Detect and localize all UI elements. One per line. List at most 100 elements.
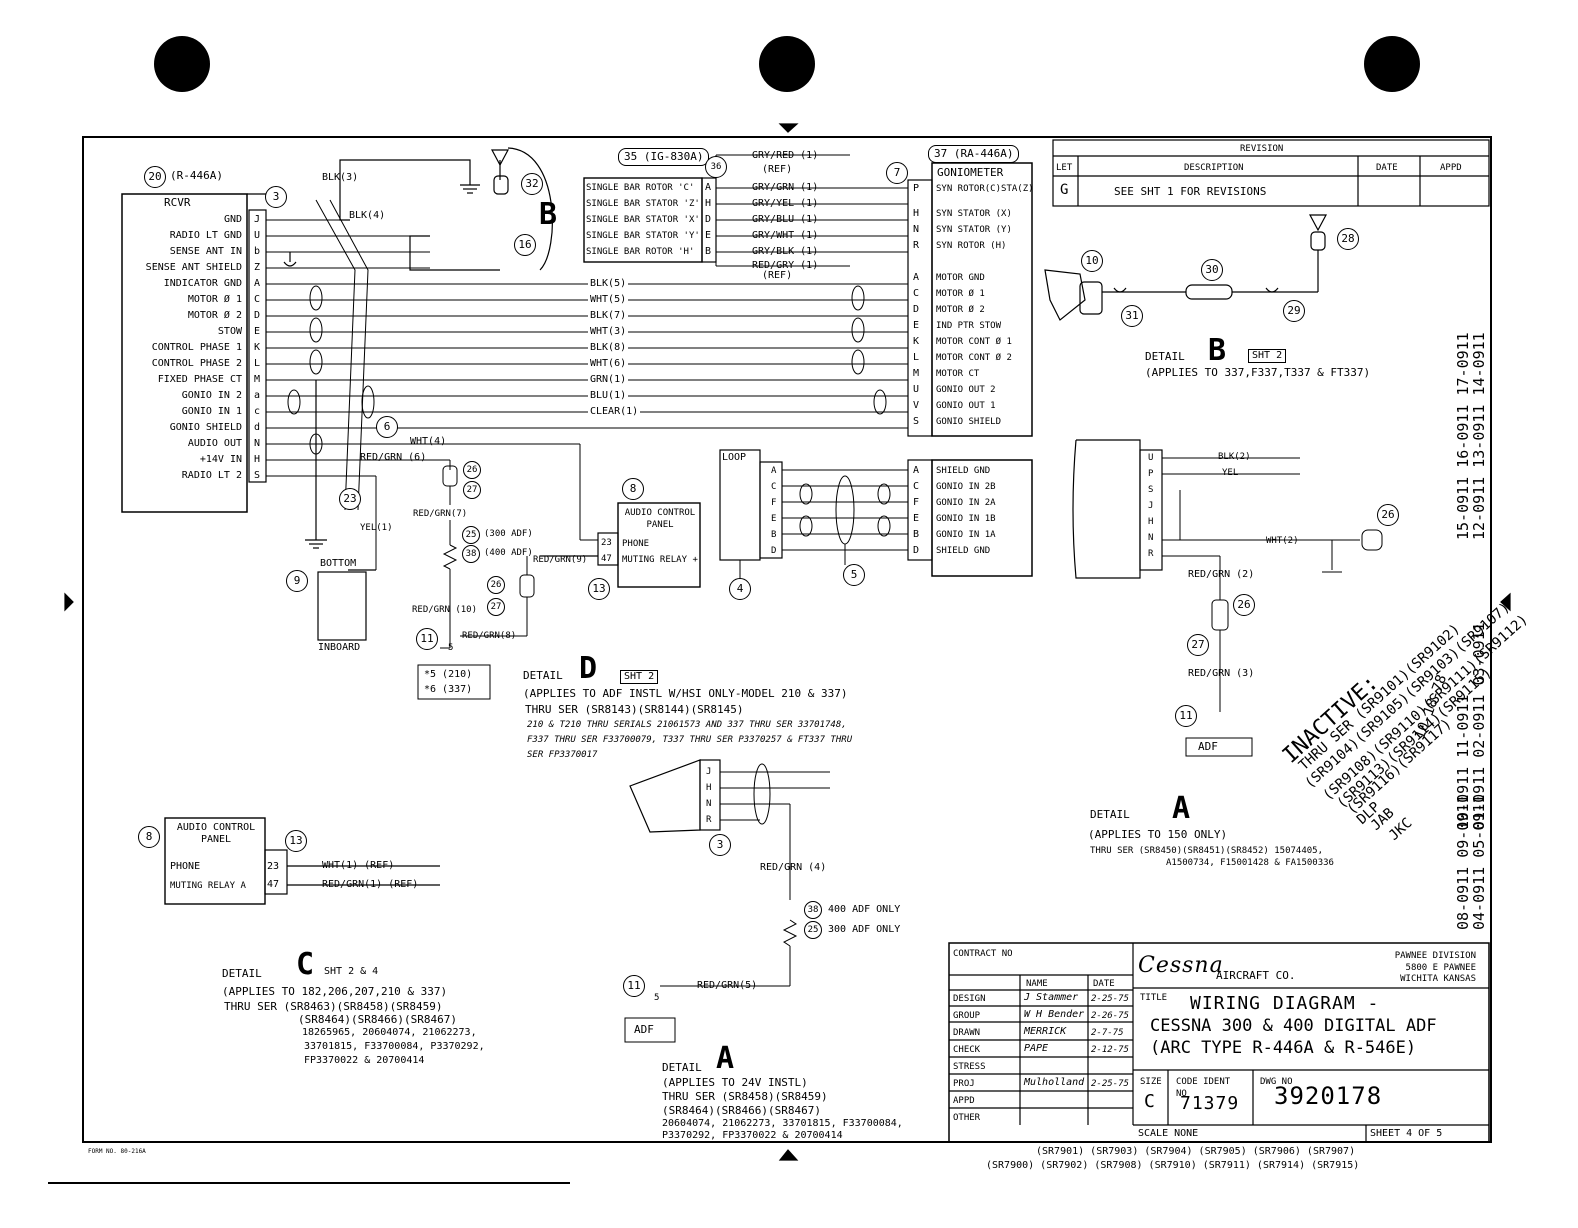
receiver-pin-letter: S — [254, 470, 261, 481]
title-block-name: MERRICK — [1024, 1026, 1067, 1037]
ref-bubble-11-detail-d: 11 — [623, 975, 645, 997]
ref-bubble-9: 9 — [286, 570, 308, 592]
receiver-pin-label: STOW — [217, 326, 242, 337]
revision-hdr-desc: DESCRIPTION — [1184, 163, 1244, 173]
vertical-code-2: 12-0911 13-0911 14-0911 — [1470, 332, 1488, 540]
company-city: WICHITA KANSAS — [1400, 974, 1476, 984]
ref-bubble-27-right: 27 — [1187, 634, 1209, 656]
revision-hdr-let: LET — [1056, 163, 1073, 173]
goniometer-pin-label: MOTOR Ø 1 — [936, 289, 985, 299]
ref-hex-35: 35 (IG-830A) — [618, 148, 710, 166]
receiver-pin-letter: D — [254, 310, 261, 321]
detail-c-phone: PHONE — [170, 861, 201, 872]
ref-bubble-6: 6 — [376, 416, 398, 438]
indicator-bottom-ref: (REF) — [762, 270, 793, 281]
ref-bubble-23: 23 — [339, 488, 361, 510]
goniometer-pin-letter: H — [913, 208, 920, 219]
wire-redgrn5: RED/GRN(5) — [697, 980, 758, 991]
receiver-pin-label: SENSE ANT SHIELD — [145, 262, 242, 273]
contract-no-label: CONTRACT NO — [953, 949, 1013, 959]
ref-bubble-26: 26 — [463, 461, 481, 479]
drawing-title-3: (ARC TYPE R-446A & R-546E) — [1150, 1038, 1417, 1058]
wire-redgrn4: RED/GRN (4) — [760, 862, 827, 873]
goniometer-loop-pin-letter: C — [913, 481, 920, 492]
title-block-date: 2-26-75 — [1091, 1011, 1129, 1021]
name-header: NAME — [1026, 979, 1048, 989]
wire-wht1-ref: WHT(1) (REF) — [322, 860, 395, 871]
wire-yel1: YEL(1) — [360, 523, 393, 533]
wire-yel: YEL — [1222, 468, 1239, 478]
receiver-pin-label: CONTROL PHASE 1 — [151, 342, 242, 353]
detail-d-pin-letter: H — [706, 783, 712, 793]
indicator-pin-label: SINGLE BAR STATOR 'X' — [586, 215, 700, 225]
acp-muting: MUTING RELAY + — [622, 555, 698, 565]
receiver-pin-letter: a — [254, 390, 261, 401]
label-400-adf-only: 400 ADF ONLY — [828, 904, 901, 915]
receiver-pin-letter: U — [254, 230, 261, 241]
detail-d-sheet: SHT 2 — [620, 670, 659, 684]
ref-bubble-11: 11 — [416, 628, 438, 650]
sheet-label: SHEET 4 OF 5 — [1370, 1128, 1443, 1139]
title-label: TITLE — [1140, 993, 1168, 1003]
goniometer-pin-label: GONIO OUT 1 — [936, 401, 996, 411]
ref-bubble-20: 20 — [144, 166, 166, 188]
company-logo: Cessna — [1138, 953, 1224, 978]
indicator-wire-label: GRY/BLK (1) — [752, 246, 819, 257]
wire-redgrn9: RED/GRN(9) — [533, 555, 588, 565]
goniometer-pin-label: SYN ROTOR (H) — [936, 241, 1007, 251]
detail-c-line3: 18265965, 20604074, 21062273, — [302, 1027, 477, 1038]
detail-d-pin-letter: R — [706, 815, 712, 825]
goniometer-loop-pin-letter: E — [913, 513, 920, 524]
acp-pin-23: 23 — [601, 538, 612, 548]
goniometer-pin-letter: K — [913, 336, 920, 347]
goniometer-loop-pin-letter: F — [913, 497, 920, 508]
indicator-pin-letter: B — [705, 246, 712, 257]
receiver-pin-label: GND — [223, 214, 242, 225]
ref-bubble-8-detail-c: 8 — [138, 826, 160, 848]
revision-hdr-date: DATE — [1376, 163, 1398, 173]
detail-d-line4: SER FP3370017 — [527, 750, 598, 760]
receiver-pin-label: GONIO IN 1 — [181, 406, 242, 417]
indicator-pin-label: SINGLE BAR ROTOR 'H' — [586, 247, 695, 257]
company-name: AIRCRAFT CO. — [1216, 969, 1296, 982]
goniometer-pin-letter: N — [913, 224, 920, 235]
punch-hole-right — [1364, 36, 1420, 92]
receiver-pin-letter: b — [254, 246, 261, 257]
goniometer-loop-pin-label: SHIELD GND — [936, 546, 991, 556]
ref-bubble-26b: 26 — [487, 576, 505, 594]
detail-a-bottom-line3: 20604074, 21062273, 33701815, F33700084, — [662, 1118, 903, 1129]
goniometer-loop-pin-label: SHIELD GND — [936, 466, 991, 476]
goniometer-loop-pin-letter: D — [913, 545, 920, 556]
detail-d-pin-5: 5 — [654, 993, 660, 1003]
goniometer-pin-letter: D — [913, 304, 920, 315]
receiver-pin-letter: Z — [254, 262, 261, 273]
indicator-pin-letter: A — [705, 182, 712, 193]
title-block-role: APPD — [953, 1096, 975, 1106]
ref-bubble-29: 29 — [1283, 300, 1305, 322]
detail-a-right-label: DETAIL — [1090, 808, 1130, 821]
company-division: PAWNEE DIVISION — [1394, 951, 1476, 961]
main-wire-label: CLEAR(1) — [588, 406, 641, 418]
wire-redgrn7: RED/GRN(7) — [413, 509, 468, 519]
punch-hole-center — [759, 36, 815, 92]
indicator-wire-label: GRY/YEL (1) — [752, 198, 819, 209]
form-number: FORM NO. 80-216A — [88, 1148, 146, 1155]
main-wire-label: WHT(3) — [588, 326, 629, 338]
main-wire-label: BLK(8) — [588, 342, 629, 354]
title-block-name: Mulholland — [1024, 1077, 1085, 1088]
detail-c-letter: C — [296, 947, 315, 982]
ref-bubble-25: 25 — [462, 526, 480, 544]
revision-letter: G — [1060, 182, 1069, 198]
goniometer-pin-letter: L — [913, 352, 920, 363]
ref-bubble-30: 30 — [1201, 259, 1223, 281]
title-block-role: DRAWN — [953, 1028, 981, 1038]
ref-bubble-31: 31 — [1121, 305, 1143, 327]
detail-d-label: DETAIL — [523, 669, 563, 682]
code-ident-label: CODE IDENT NO — [1176, 1077, 1231, 1099]
goniometer-loop-pin-label: GONIO IN 2A — [936, 498, 996, 508]
ref-bubble-27: 27 — [463, 481, 481, 499]
receiver-pin-label: +14V IN — [199, 454, 242, 465]
wire-blk2: BLK(2) — [1218, 452, 1251, 462]
punch-hole-left — [154, 36, 210, 92]
dwg-no-value: 3920178 — [1274, 1082, 1383, 1110]
